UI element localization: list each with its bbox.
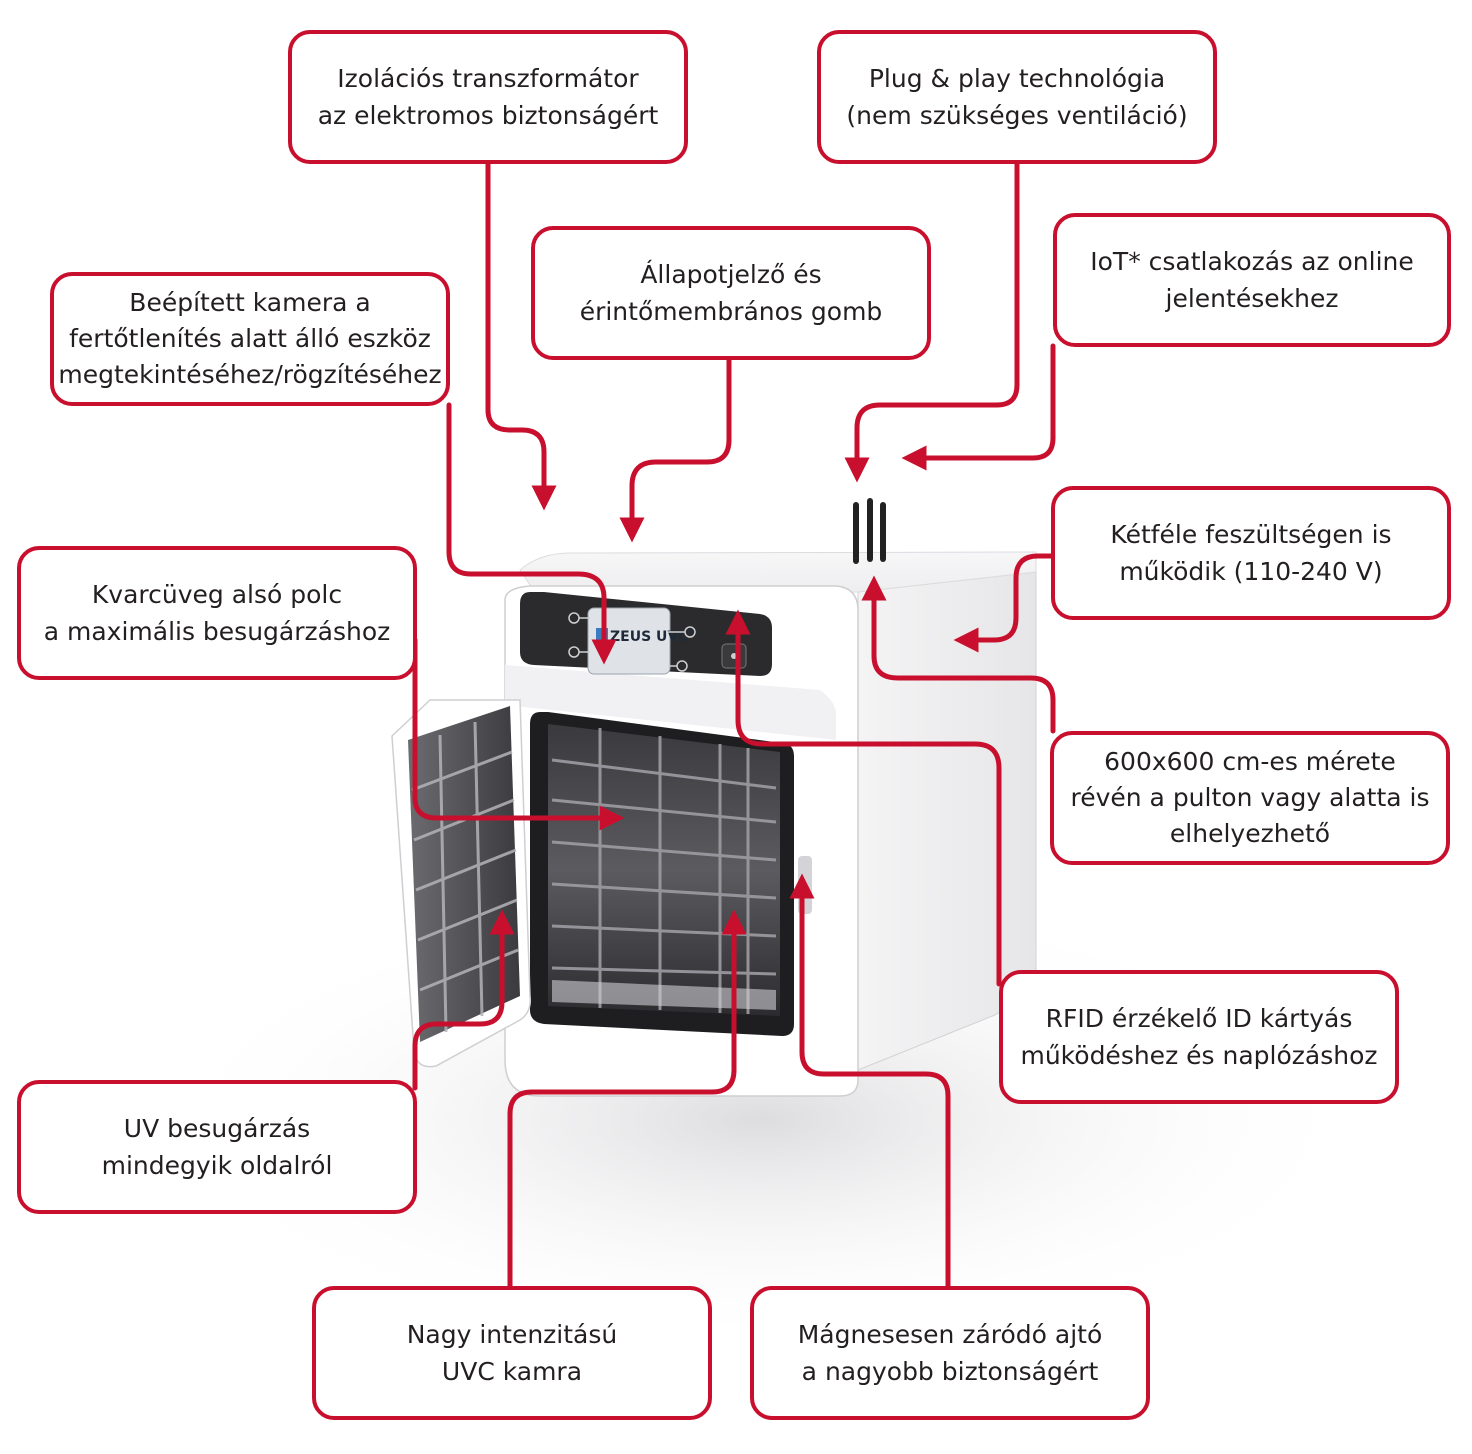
callout-line: (nem szükséges ventiláció) [846,101,1188,130]
callout-plug-and-play: Plug & play technológia (nem szükséges v… [817,30,1217,164]
callout-uvc-chamber: Nagy intenzitású UVC kamra [312,1286,712,1420]
callout-dual-voltage: Kétféle feszültségen is működik (110-240… [1051,486,1451,620]
callout-status-indicator: Állapotjelző és érintőmembrános gomb [531,226,931,360]
callout-line: elhelyezhető [1169,819,1331,848]
callout-line: jelentésekhez [1165,284,1339,313]
callout-line: Plug & play technológia [868,64,1166,93]
callout-line: UVC kamra [441,1357,583,1386]
callout-line: Izolációs transzformátor [337,64,639,93]
callout-line: működéshez és naplózáshoz [1020,1041,1378,1070]
callout-line: Nagy intenzitású [406,1320,618,1349]
callout-line: megtekintéséhez/rögzítéséhez [58,360,442,389]
callout-uv-all-sides: UV besugárzás mindegyik oldalról [17,1080,417,1214]
callout-line: révén a pulton vagy alatta is [1070,783,1430,812]
callout-line: Mágnesesen záródó ajtó [797,1320,1103,1349]
callout-line: az elektromos biztonságért [317,101,659,130]
callout-line: RFID érzékelő ID kártyás [1045,1004,1353,1033]
brand-label: ZEUS UVC® [610,628,698,645]
callout-line: Kvarcüveg alsó polc [91,580,343,609]
callout-line: érintőmembrános gomb [579,297,883,326]
callout-size: 600x600 cm-es mérete révén a pulton vagy… [1050,731,1450,865]
callout-line: 600x600 cm-es mérete [1104,747,1396,776]
callout-built-in-camera: Beépített kamera a fertőtlenítés alatt á… [50,272,450,406]
door-latch [798,856,812,914]
callout-quartz-shelf: Kvarcüveg alsó polc a maximális besugárz… [17,546,417,680]
callout-isolation-transformer: Izolációs transzformátor az elektromos b… [288,30,688,164]
callout-magnetic-door: Mágnesesen záródó ajtó a nagyobb biztons… [750,1286,1150,1420]
callout-line: UV besugárzás [123,1114,311,1143]
callout-line: IoT* csatlakozás az online [1090,247,1414,276]
open-door [391,699,532,1068]
callout-line: mindegyik oldalról [101,1151,333,1180]
callout-line: a nagyobb biztonságért [801,1357,1099,1386]
callout-line: fertőtlenítés alatt álló eszköz [69,324,431,353]
callout-line: Beépített kamera a [129,288,371,317]
callout-rfid-sensor: RFID érzékelő ID kártyás működéshez és n… [999,970,1399,1104]
callout-iot-connection: IoT* csatlakozás az online jelentésekhez [1053,213,1451,347]
callout-line: Állapotjelző és [640,260,822,289]
uvc-chamber [530,712,794,1036]
callout-line: működik (110-240 V) [1119,557,1383,586]
callout-line: a maximális besugárzáshoz [43,617,391,646]
callout-line: Kétféle feszültségen is [1110,520,1392,549]
antennas [853,498,886,564]
